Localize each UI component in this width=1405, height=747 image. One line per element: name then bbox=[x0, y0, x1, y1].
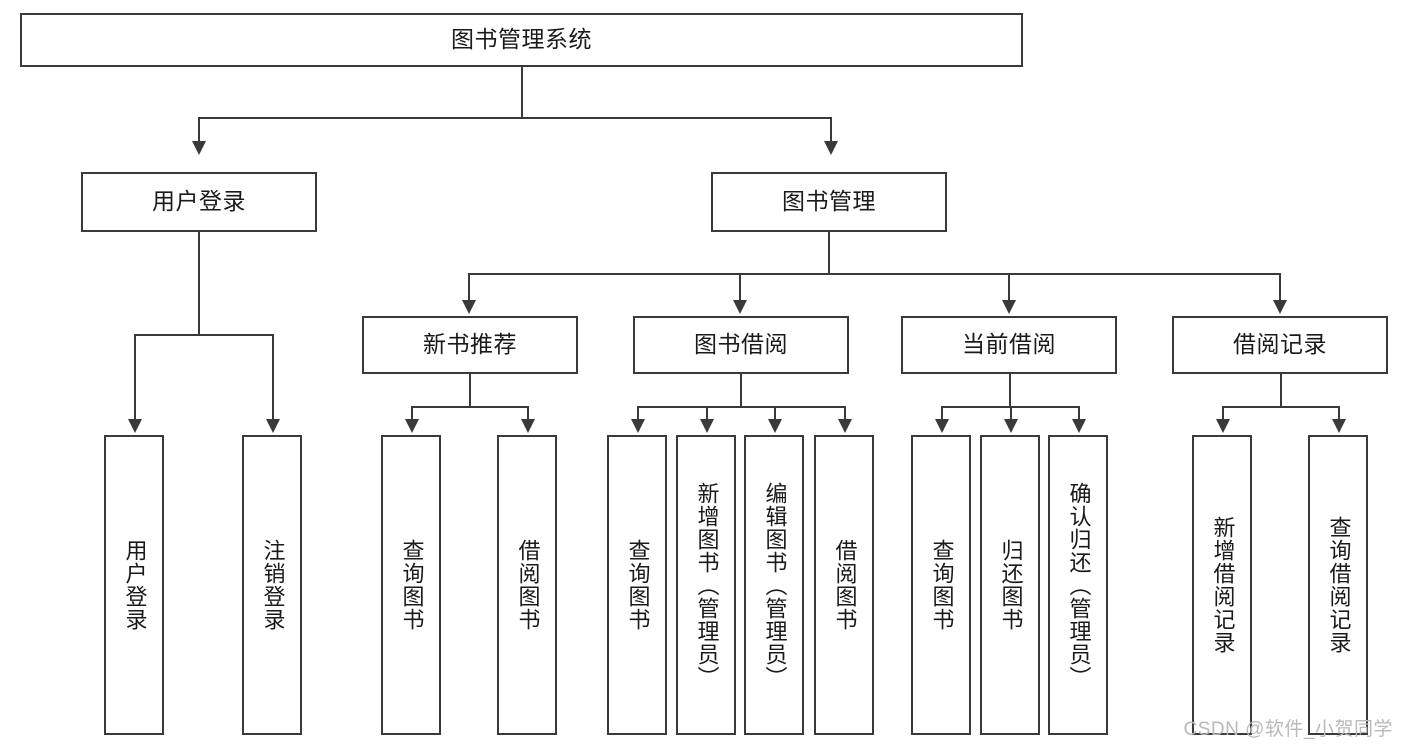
connector-user-login-drop-2 bbox=[272, 334, 274, 421]
connector-book-mgmt-bar bbox=[468, 273, 1280, 275]
node-label: 注销登录 bbox=[260, 539, 286, 631]
leaf-borrow-add-book[interactable]: 新增图书（管理员） bbox=[676, 435, 736, 735]
arrow-down-icon bbox=[1332, 419, 1346, 433]
connector-new-book-stem bbox=[469, 374, 471, 407]
arrow-down-icon bbox=[631, 419, 645, 433]
connector-current-borrow-drop-3 bbox=[1078, 406, 1080, 421]
connector-borrow-record-drop-1 bbox=[1222, 406, 1224, 421]
node-label: 图书借阅 bbox=[694, 331, 788, 358]
node-label: 借阅图书 bbox=[515, 539, 541, 631]
arrow-down-icon bbox=[405, 419, 419, 433]
leaf-borrow-query-book[interactable]: 查询图书 bbox=[607, 435, 667, 735]
node-label: 新增借阅记录 bbox=[1210, 516, 1236, 654]
node-book-management[interactable]: 图书管理 bbox=[711, 172, 947, 232]
connector-user-login-bar bbox=[134, 334, 272, 336]
leaf-borrow-borrow-book[interactable]: 借阅图书 bbox=[814, 435, 874, 735]
connector-root-bar bbox=[198, 117, 831, 119]
connector-book-borrow-drop-4 bbox=[844, 406, 846, 421]
connector-book-mgmt-stem bbox=[828, 232, 830, 274]
connector-current-borrow-stem bbox=[1009, 374, 1011, 407]
arrow-down-icon bbox=[700, 419, 714, 433]
connector-book-borrow-stem bbox=[740, 374, 742, 407]
connector-new-book-drop-1 bbox=[411, 406, 413, 421]
node-label: 当前借阅 bbox=[962, 331, 1056, 358]
arrow-down-icon bbox=[1216, 419, 1230, 433]
node-label: 新增图书（管理员） bbox=[694, 481, 720, 689]
node-label: 确认归还（管理员） bbox=[1066, 481, 1092, 689]
connector-borrow-record-drop-2 bbox=[1338, 406, 1340, 421]
connector-book-borrow-drop-3 bbox=[774, 406, 776, 421]
arrow-down-icon bbox=[838, 419, 852, 433]
arrow-down-icon bbox=[192, 141, 206, 155]
connector-book-borrow-drop-2 bbox=[706, 406, 708, 421]
connector-user-login-stem bbox=[198, 232, 200, 335]
leaf-current-return-book[interactable]: 归还图书 bbox=[980, 435, 1040, 735]
node-root-system[interactable]: 图书管理系统 bbox=[20, 13, 1023, 67]
node-current-borrow[interactable]: 当前借阅 bbox=[901, 316, 1117, 374]
node-new-book-recommend[interactable]: 新书推荐 bbox=[362, 316, 578, 374]
arrow-down-icon bbox=[768, 419, 782, 433]
node-label: 查询图书 bbox=[929, 539, 955, 631]
node-label: 图书管理 bbox=[782, 188, 876, 215]
connector-root-stem bbox=[521, 67, 523, 118]
connector-root-drop-left bbox=[198, 117, 200, 143]
node-label: 用户登录 bbox=[152, 188, 246, 215]
node-label: 查询图书 bbox=[625, 539, 651, 631]
arrow-down-icon bbox=[128, 419, 142, 433]
node-user-login[interactable]: 用户登录 bbox=[81, 172, 317, 232]
connector-book-borrow-drop-1 bbox=[637, 406, 639, 421]
node-label: 查询借阅记录 bbox=[1326, 516, 1352, 654]
leaf-new-book-borrow[interactable]: 借阅图书 bbox=[497, 435, 557, 735]
node-label: 图书管理系统 bbox=[451, 26, 592, 53]
arrow-down-icon bbox=[1002, 300, 1016, 314]
arrow-down-icon bbox=[1004, 419, 1018, 433]
arrow-down-icon bbox=[824, 141, 838, 155]
connector-new-book-drop-2 bbox=[527, 406, 529, 421]
node-label: 用户登录 bbox=[122, 539, 148, 631]
node-label: 新书推荐 bbox=[423, 331, 517, 358]
leaf-record-query[interactable]: 查询借阅记录 bbox=[1308, 435, 1368, 735]
node-label: 归还图书 bbox=[998, 539, 1024, 631]
connector-root-drop-right bbox=[830, 117, 832, 143]
connector-user-login-drop-1 bbox=[134, 334, 136, 421]
connector-book-mgmt-drop-4 bbox=[1279, 273, 1281, 302]
connector-book-mgmt-drop-1 bbox=[468, 273, 470, 302]
leaf-record-add[interactable]: 新增借阅记录 bbox=[1192, 435, 1252, 735]
arrow-down-icon bbox=[1273, 300, 1287, 314]
node-label: 借阅记录 bbox=[1233, 331, 1327, 358]
node-borrow-record[interactable]: 借阅记录 bbox=[1172, 316, 1388, 374]
arrow-down-icon bbox=[266, 419, 280, 433]
node-label: 查询图书 bbox=[399, 539, 425, 631]
arrow-down-icon bbox=[1072, 419, 1086, 433]
node-label: 编辑图书（管理员） bbox=[762, 481, 788, 689]
connector-new-book-bar bbox=[411, 406, 528, 408]
node-label: 借阅图书 bbox=[832, 539, 858, 631]
arrow-down-icon bbox=[462, 300, 476, 314]
leaf-current-confirm-return[interactable]: 确认归还（管理员） bbox=[1048, 435, 1108, 735]
arrow-down-icon bbox=[935, 419, 949, 433]
leaf-current-query-book[interactable]: 查询图书 bbox=[911, 435, 971, 735]
connector-current-borrow-drop-2 bbox=[1010, 406, 1012, 421]
arrow-down-icon bbox=[733, 300, 747, 314]
leaf-user-login[interactable]: 用户登录 bbox=[104, 435, 164, 735]
connector-borrow-record-bar bbox=[1222, 406, 1339, 408]
leaf-logout[interactable]: 注销登录 bbox=[242, 435, 302, 735]
connector-book-mgmt-drop-2 bbox=[739, 273, 741, 302]
connector-book-mgmt-drop-3 bbox=[1008, 273, 1010, 302]
leaf-borrow-edit-book[interactable]: 编辑图书（管理员） bbox=[744, 435, 804, 735]
arrow-down-icon bbox=[521, 419, 535, 433]
connector-borrow-record-stem bbox=[1280, 374, 1282, 407]
node-book-borrow[interactable]: 图书借阅 bbox=[633, 316, 849, 374]
connector-current-borrow-drop-1 bbox=[941, 406, 943, 421]
connector-book-borrow-bar bbox=[637, 406, 846, 408]
leaf-new-book-query[interactable]: 查询图书 bbox=[381, 435, 441, 735]
